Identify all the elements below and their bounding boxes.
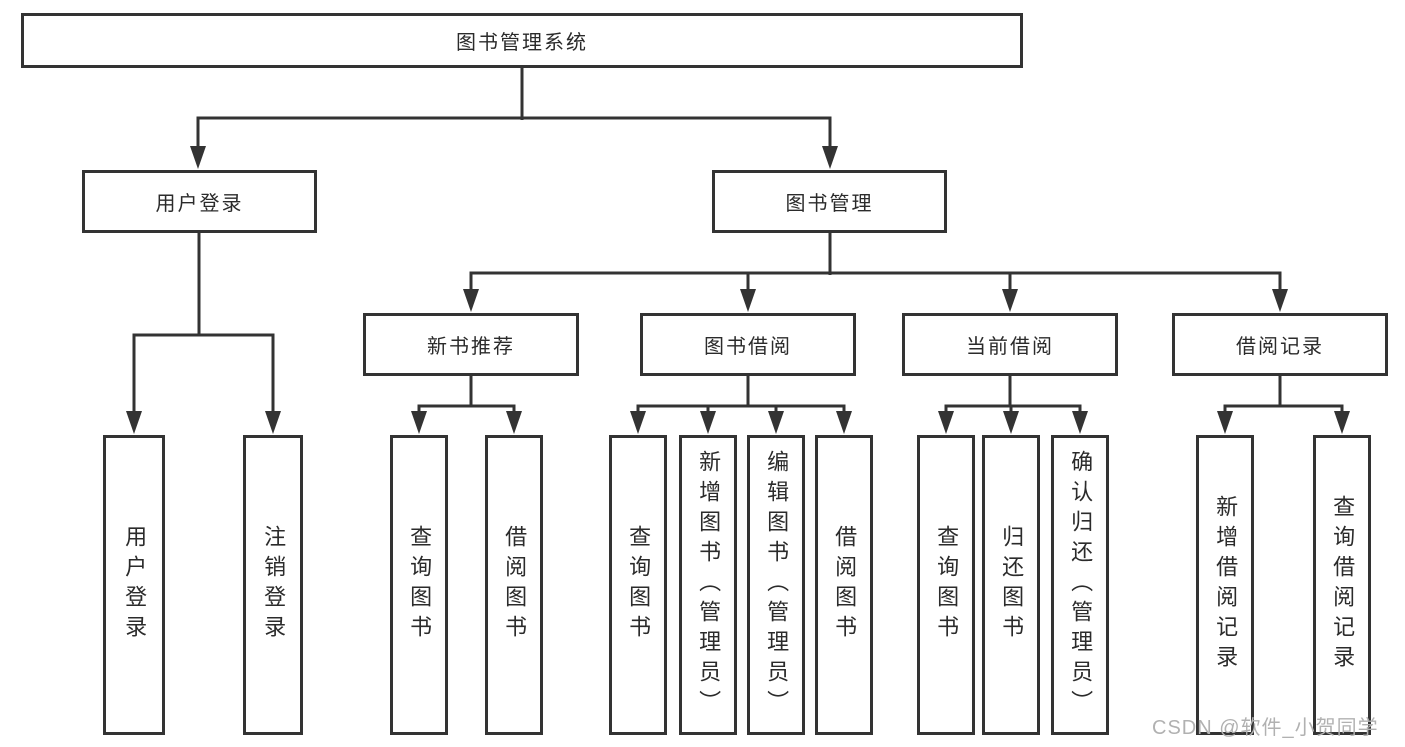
leaf-label: 归还图书 xyxy=(999,525,1025,645)
leaf-label: 用户登录 xyxy=(122,525,148,645)
leaf-add-book-admin: 新增图书（管理员） xyxy=(679,435,737,735)
node-root: 图书管理系统 xyxy=(21,13,1023,68)
leaf-label: 查询图书 xyxy=(626,525,652,645)
leaf-query-borrow-record: 查询借阅记录 xyxy=(1313,435,1371,735)
node-book-borrowing: 图书借阅 xyxy=(640,313,856,376)
leaf-label: 查询图书 xyxy=(934,525,960,645)
leaf-label: 借阅图书 xyxy=(502,525,528,645)
leaf-label: 注销登录 xyxy=(261,525,287,645)
leaf-logout: 注销登录 xyxy=(243,435,303,735)
leaf-label: 编辑图书（管理员） xyxy=(764,450,790,720)
node-book-management: 图书管理 xyxy=(712,170,947,233)
leaf-label: 借阅图书 xyxy=(832,525,858,645)
node-borrowing-records: 借阅记录 xyxy=(1172,313,1388,376)
leaf-return-book: 归还图书 xyxy=(982,435,1040,735)
leaf-query-books-borrowing: 查询图书 xyxy=(609,435,667,735)
leaf-confirm-return-admin: 确认归还（管理员） xyxy=(1051,435,1109,735)
leaf-add-borrow-record: 新增借阅记录 xyxy=(1196,435,1254,735)
leaf-user-login: 用户登录 xyxy=(103,435,165,735)
node-current-borrowing: 当前借阅 xyxy=(902,313,1118,376)
arrowheads xyxy=(126,146,1350,434)
csdn-watermark: CSDN @软件_小贺同学 xyxy=(1152,717,1379,739)
leaf-label: 新增图书（管理员） xyxy=(696,450,722,720)
leaf-query-books-recommend: 查询图书 xyxy=(390,435,448,735)
leaf-borrow-books-recommend: 借阅图书 xyxy=(485,435,543,735)
leaf-label: 查询图书 xyxy=(407,525,433,645)
leaf-label: 确认归还（管理员） xyxy=(1068,450,1094,720)
leaf-borrow-books-borrowing: 借阅图书 xyxy=(815,435,873,735)
node-user-login: 用户登录 xyxy=(82,170,317,233)
leaf-label: 新增借阅记录 xyxy=(1213,495,1239,675)
leaf-edit-book-admin: 编辑图书（管理员） xyxy=(747,435,805,735)
leaf-label: 查询借阅记录 xyxy=(1330,495,1356,675)
node-new-book-recommendation: 新书推荐 xyxy=(363,313,579,376)
leaf-query-books-current: 查询图书 xyxy=(917,435,975,735)
